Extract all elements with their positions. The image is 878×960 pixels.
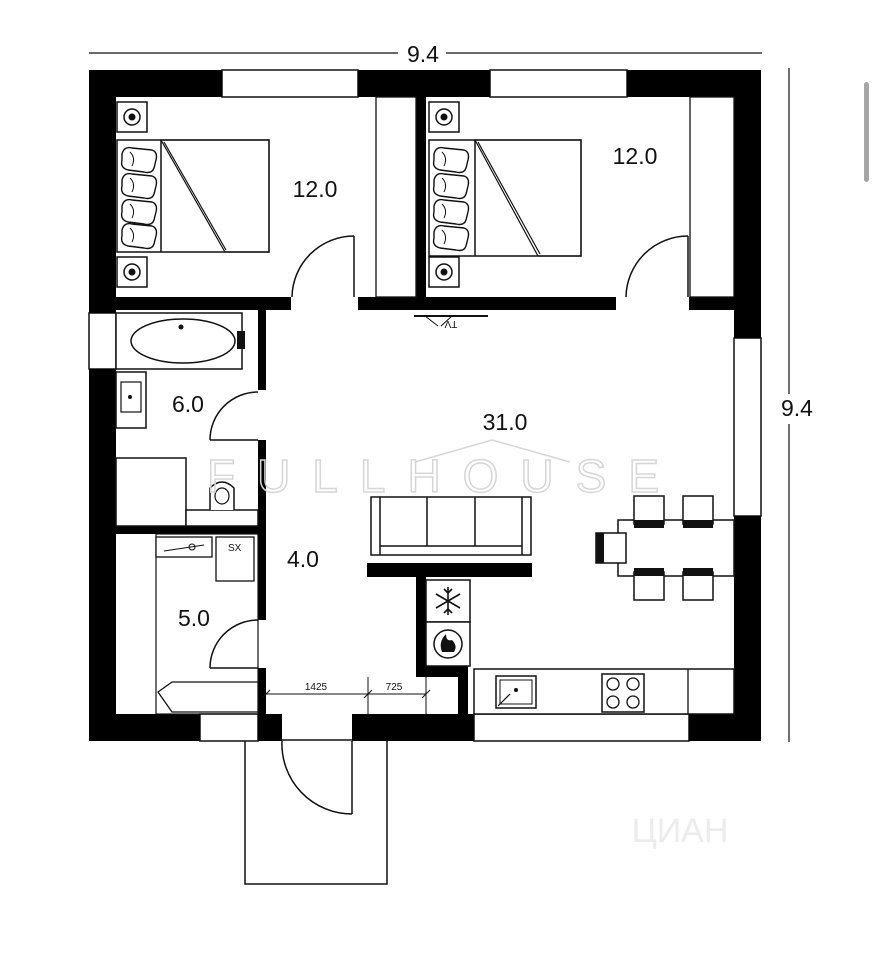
nightstand-icon (428, 256, 460, 288)
room-area-hallway: 4.0 (287, 546, 319, 572)
corridor-width-label: 1425 (305, 682, 328, 693)
dining-table (595, 495, 735, 601)
bed-left (116, 101, 270, 288)
boiler-icon (425, 621, 471, 667)
room-area-shower: 5.0 (178, 605, 210, 631)
scrollbar-thumb[interactable] (864, 82, 869, 182)
tv-label: TV (444, 318, 457, 329)
wardrobe-right (689, 96, 735, 298)
brand-watermark-text: FULLHOUSE (207, 450, 669, 502)
kitchen-counter (473, 668, 735, 715)
top-dimension-line: 9.4 (89, 41, 762, 67)
room-area-living: 31.0 (483, 409, 528, 435)
listing-watermark: ЦИАН (632, 812, 729, 850)
washer-label: SX (228, 543, 242, 554)
fridge-icon (425, 579, 471, 623)
top-dimension-label: 9.4 (407, 41, 439, 67)
nightstand-icon (428, 101, 460, 133)
doors (209, 235, 689, 815)
right-dimension-label: 9.4 (781, 395, 813, 421)
niche-width-label: 725 (386, 682, 403, 693)
tv-icon: TV (414, 315, 488, 329)
bathroom-counter (115, 457, 187, 527)
brand-watermark: FULLHOUSE (206, 439, 669, 503)
shower-sink-icon (155, 536, 213, 558)
chair-icon (682, 495, 714, 529)
chair-icon (682, 567, 714, 601)
entrance-porch (244, 739, 388, 885)
bed-right (428, 101, 582, 288)
chair-icon (633, 567, 665, 601)
sofa-icon (370, 496, 532, 556)
shower-icon (157, 681, 259, 713)
room-area-bedroom-left: 12.0 (293, 176, 338, 202)
washer-icon: SX (215, 536, 255, 582)
shower-room-inner (155, 533, 259, 715)
window-frames (88, 69, 762, 742)
room-area-bedroom-right: 12.0 (613, 143, 658, 169)
sink-bathroom-icon (115, 371, 147, 429)
hallway-dimensions (261, 677, 431, 714)
walls (89, 70, 761, 741)
stove-icon (601, 673, 645, 713)
nightstand-icon (116, 256, 148, 288)
right-dimension-line: 9.4 (775, 68, 817, 742)
fire-icon (433, 629, 463, 659)
snowflake-icon (435, 587, 461, 615)
room-area-bathroom: 6.0 (172, 391, 204, 417)
wardrobe-left (375, 96, 417, 298)
bathtub-icon (115, 312, 245, 370)
sink-icon (495, 675, 537, 709)
nightstand-icon (116, 101, 148, 133)
chair-icon (595, 532, 627, 564)
toilet-icon (185, 481, 259, 527)
